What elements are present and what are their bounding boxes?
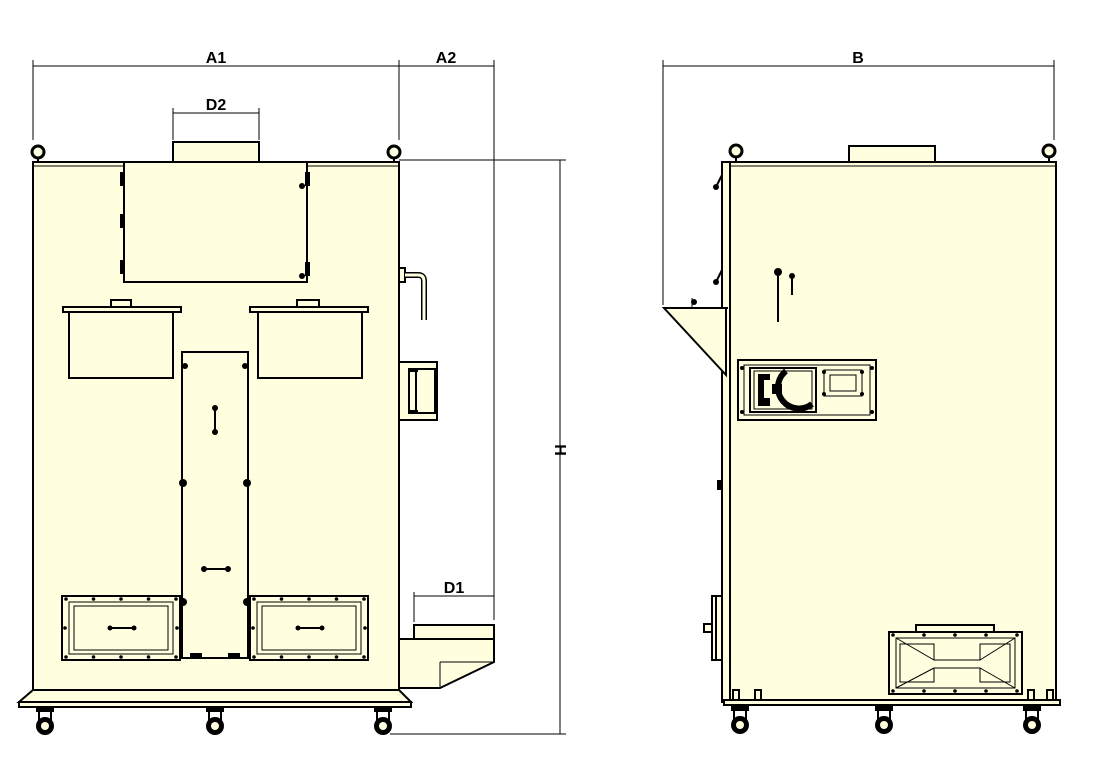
dim-label-a1: A1: [206, 50, 227, 67]
caster-wheel: [1023, 705, 1041, 734]
lifting-eye-left: [30, 144, 46, 163]
dim-label-d2: D2: [206, 97, 227, 114]
caster-wheel: [731, 705, 749, 734]
side-lifting-eye-left: [728, 143, 744, 163]
side-bottom-inlet: [888, 624, 1023, 695]
side-handle: [774, 268, 795, 322]
caster-wheel: [374, 706, 392, 735]
side-cabinet-body: [728, 161, 1057, 703]
door-hinges: [120, 172, 310, 279]
top-access-door: [123, 161, 308, 283]
front-base-plate: [16, 689, 414, 703]
dim-label-h: H: [551, 444, 568, 456]
caster-wheel: [206, 706, 224, 735]
side-chute: [661, 298, 728, 378]
side-latches: [713, 174, 723, 490]
side-view: [661, 60, 1061, 734]
bottom-inspection-window-left: [61, 595, 181, 661]
bottom-inspection-window-right: [249, 595, 369, 661]
inlet-hopper: [398, 624, 495, 689]
center-access-panel: [179, 351, 251, 659]
caster-wheels-side: [731, 705, 1041, 734]
side-pipe: [398, 267, 427, 320]
window-bolts: [63, 597, 367, 659]
front-view: [16, 60, 566, 735]
side-bracket: [398, 361, 438, 421]
caster-wheel: [36, 706, 54, 735]
right-dust-drawer: [249, 299, 369, 379]
side-top-outlet: [848, 145, 936, 163]
caster-wheel: [875, 705, 893, 734]
left-dust-drawer: [62, 299, 182, 379]
side-flange: [703, 595, 723, 661]
dimension-lines-side: [662, 60, 1055, 305]
side-door-strip: [721, 161, 731, 703]
dimension-lines-front: [32, 60, 566, 735]
top-outlet-collar: [172, 141, 260, 163]
dim-label-b: B: [852, 50, 864, 67]
inlet-bolts: [891, 633, 1019, 693]
dim-label-d1: D1: [444, 580, 465, 597]
side-lifting-eye-right: [1041, 143, 1057, 163]
side-base-plate: [723, 699, 1061, 706]
lifting-eye-right: [386, 144, 402, 163]
caster-wheels-front: [36, 706, 392, 735]
control-panel: [737, 359, 877, 421]
dim-label-a2: A2: [436, 50, 457, 67]
